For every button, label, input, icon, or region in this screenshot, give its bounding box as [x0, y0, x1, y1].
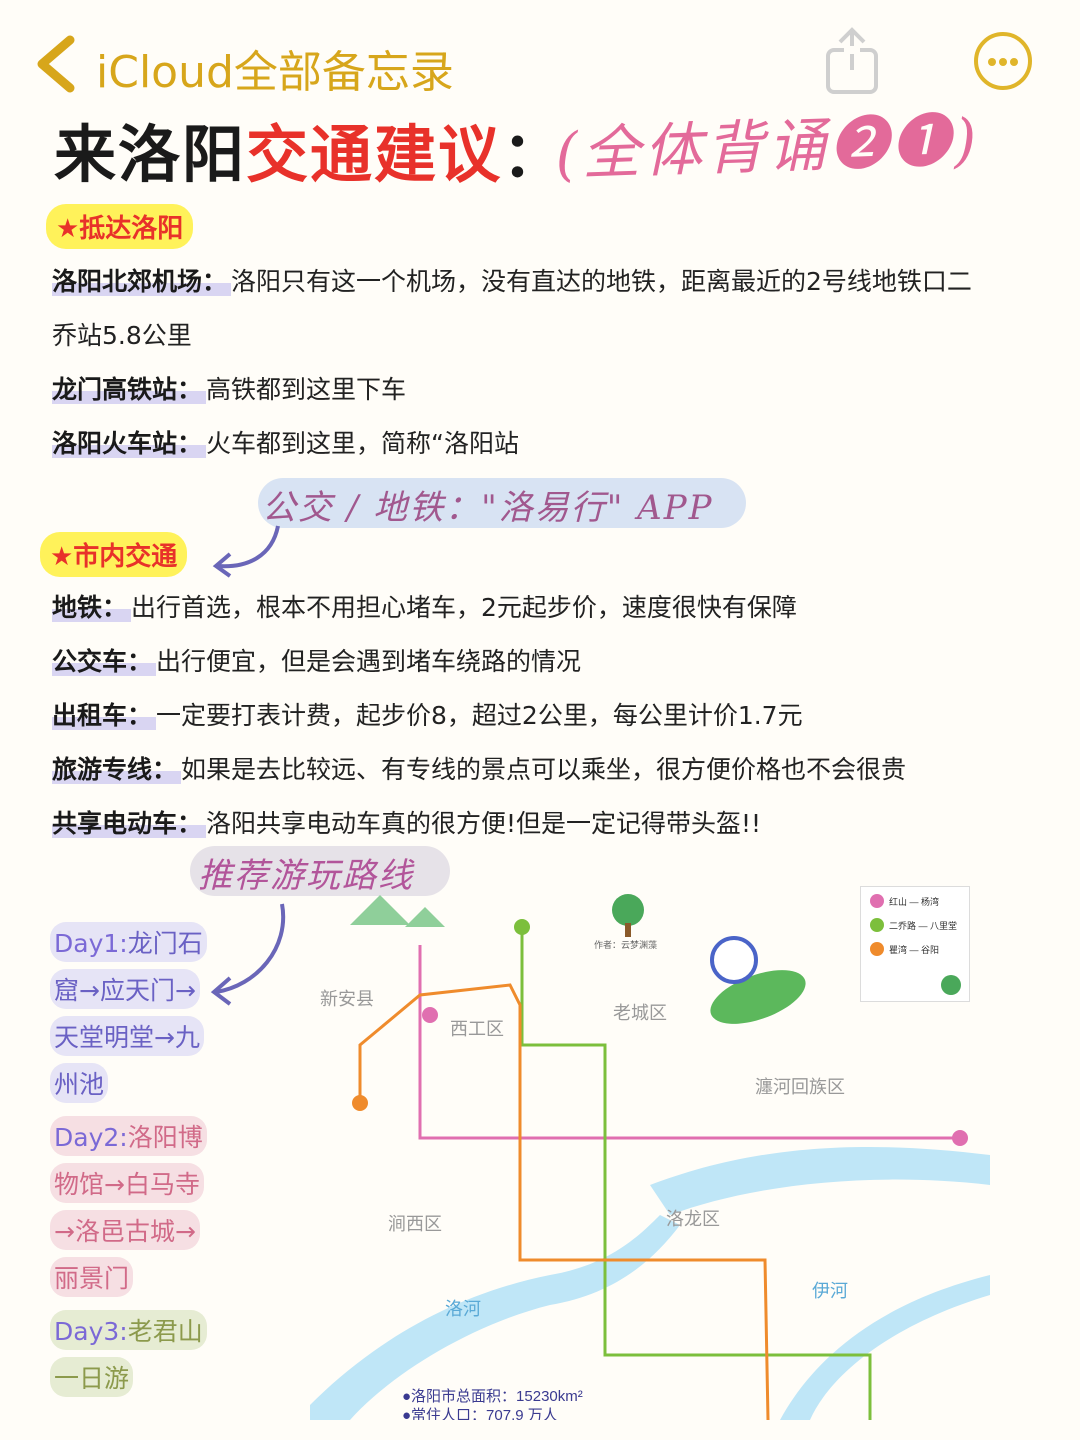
day-line: Day3:老君山	[50, 1310, 207, 1350]
dot-icon	[1010, 58, 1018, 66]
day-line: 州池	[50, 1063, 109, 1103]
district-label: 洛龙区	[666, 1209, 720, 1229]
handwritten-annotation: (全体背诵❷❶)	[554, 105, 982, 189]
list-item: 乔站5.8公里	[52, 321, 192, 350]
arrow-icon	[212, 525, 280, 578]
mascot-illustration	[710, 970, 806, 1024]
dot-icon	[999, 58, 1007, 66]
list-item: 洛阳北郊机场：洛阳只有这一个机场，没有直达的地铁，距离最近的2号线地铁口二	[52, 267, 972, 296]
river	[310, 1215, 680, 1420]
mascot-head	[710, 936, 758, 984]
day-line: 天堂明堂→九	[50, 1016, 204, 1056]
hill-icon	[405, 907, 445, 927]
legend-graphic: 红山 — 杨湾 二乔路 — 八里堂 瞿湾 — 谷阳	[870, 894, 961, 995]
tree-icon	[941, 975, 961, 995]
share-button[interactable]	[822, 26, 882, 96]
day-line: Day2:洛阳博	[50, 1116, 207, 1156]
day-line: →洛邑古城→	[50, 1210, 200, 1250]
legend-label: 瞿湾 — 谷阳	[889, 944, 939, 955]
share-icon	[826, 27, 878, 94]
map-legend: 红山 — 杨湾 二乔路 — 八里堂 瞿湾 — 谷阳	[860, 886, 970, 1002]
more-button[interactable]	[974, 32, 1032, 90]
day-line: 一日游	[50, 1357, 134, 1397]
map-footer: ●洛阳市总面积：15230km²	[402, 1388, 583, 1405]
list-item: 地铁：出行首选，根本不用担心堵车，2元起步价，速度很快有保障	[52, 593, 797, 622]
district-label: 新安县	[320, 989, 374, 1009]
river	[780, 1275, 990, 1420]
note-title: 来洛阳交通建议：	[54, 118, 567, 191]
arrow-icon	[210, 903, 286, 1006]
metro-line-1	[418, 945, 960, 1140]
day-line: 丽景门	[50, 1257, 134, 1297]
section-tag-arrival: ★抵达洛阳	[46, 204, 194, 249]
day-line: 物馆→白马寺	[50, 1163, 204, 1203]
district-label: 瀍河回族区	[755, 1077, 845, 1097]
metro-line-2	[520, 927, 872, 1420]
tree-trunk	[625, 923, 631, 937]
list-item: 共享电动车：洛阳共享电动车真的很方便!但是一定记得带头盔!!	[52, 809, 762, 838]
legend-label: 二乔路 — 八里堂	[889, 920, 957, 931]
author-label: 作者：云梦渊藻	[594, 939, 657, 950]
section-tag-city: ★市内交通	[40, 532, 188, 577]
metro-line-3	[358, 983, 770, 1420]
legend-label: 红山 — 杨湾	[889, 896, 939, 907]
map-footer: ●常住人口：707.9 万人	[402, 1407, 558, 1420]
list-item: 龙门高铁站：高铁都到这里下车	[52, 375, 407, 404]
handwritten-note: 推荐游玩路线	[198, 856, 414, 896]
metro-map: 新安县 西工区 老城区 瀍河回族区 涧西区 洛龙区 洛河 伊河 作者：云梦渊藻 …	[310, 894, 990, 1420]
line-badge-2	[514, 919, 530, 935]
line-badge-1	[422, 1007, 438, 1023]
hill-icon	[350, 895, 410, 925]
district-label: 老城区	[613, 1003, 667, 1023]
top-bar: iCloud全部备忘录	[0, 22, 1080, 102]
river-label: 洛河	[445, 1299, 481, 1319]
day-line: Day1:龙门石	[50, 922, 207, 962]
highlight	[258, 478, 746, 528]
handwritten-note: 公交 / 地铁："洛易行" APP	[262, 488, 714, 528]
day-line: 窟→应天门→	[50, 969, 200, 1009]
legend-swatch-3	[870, 942, 884, 956]
list-item: 出租车：一定要打表计费，起步价8，超过2公里，每公里计价1.7元	[52, 701, 803, 730]
legend-swatch-1	[870, 894, 884, 908]
list-item: 洛阳火车站：火车都到这里，简称“洛阳站	[52, 429, 519, 458]
highlight	[190, 846, 450, 896]
river-label: 伊河	[812, 1281, 848, 1301]
legend-swatch-2	[870, 918, 884, 932]
back-button[interactable]	[34, 34, 78, 94]
dot-icon	[988, 58, 996, 66]
line-badge-1	[952, 1130, 968, 1146]
list-item: 公交车：出行便宜，但是会遇到堵车绕路的情况	[52, 647, 582, 676]
back-label[interactable]: iCloud全部备忘录	[96, 47, 454, 98]
chevron-left-icon	[37, 35, 75, 93]
district-label: 涧西区	[388, 1214, 442, 1234]
list-item: 旅游专线：如果是去比较远、有专线的景点可以乘坐，很方便价格也不会很贵	[52, 755, 907, 784]
line-badge-3	[352, 1095, 368, 1111]
river	[650, 1146, 990, 1215]
tree-icon	[612, 894, 644, 926]
district-label: 西工区	[450, 1019, 504, 1039]
